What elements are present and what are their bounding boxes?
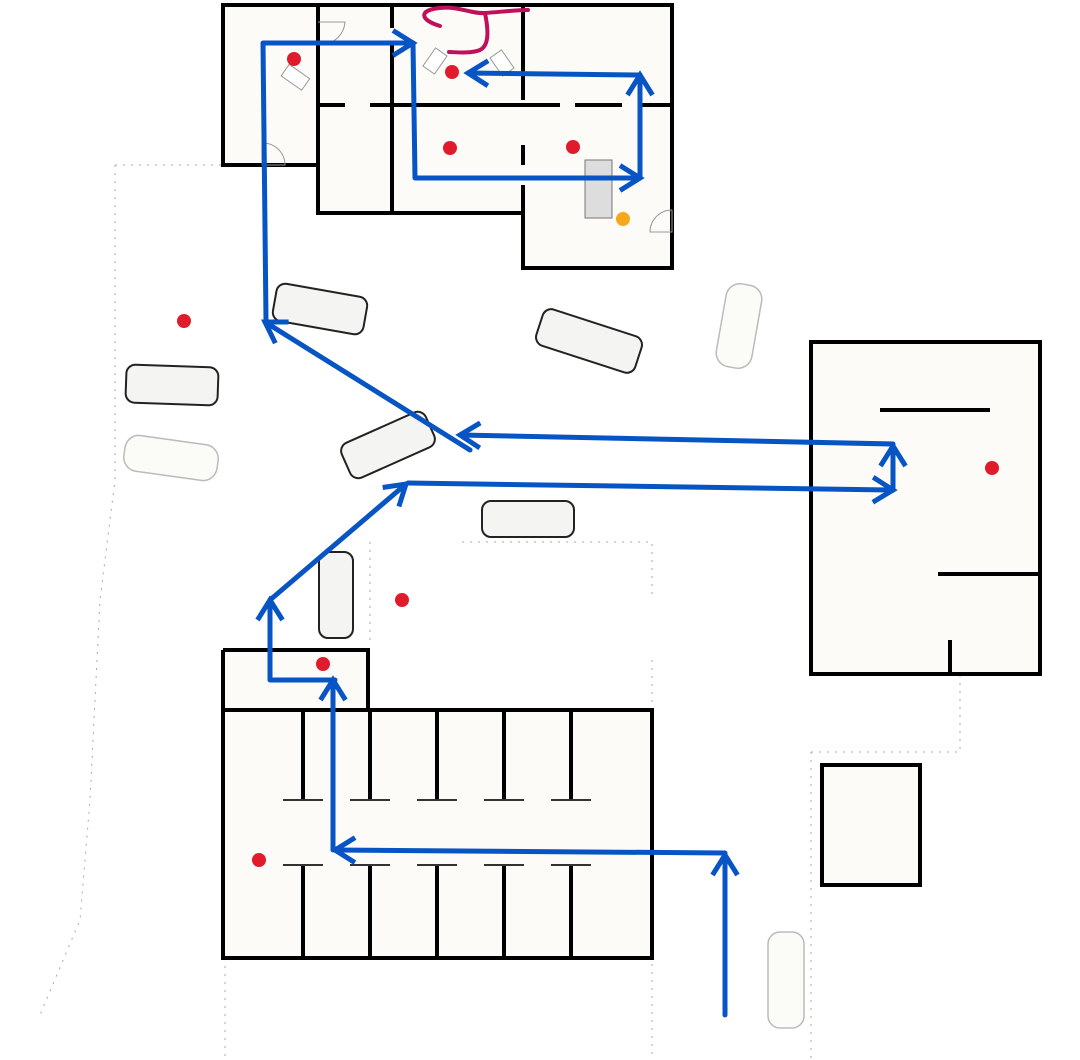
door-icon <box>261 142 286 166</box>
right-building <box>809 340 1042 676</box>
arrow-icon <box>330 835 728 865</box>
car-icon <box>271 282 369 336</box>
arrow-icon <box>260 28 418 323</box>
car-icon <box>318 551 354 639</box>
arrow-icon <box>410 40 645 193</box>
arrow-icon <box>260 319 473 453</box>
red-marker <box>445 65 459 79</box>
car-icon <box>124 363 220 407</box>
red-marker <box>395 593 409 607</box>
arrow-icon <box>255 595 338 683</box>
red-marker <box>177 314 191 328</box>
door-icon <box>649 209 673 233</box>
shed <box>820 763 922 887</box>
arrow-icon <box>463 58 643 88</box>
red-marker <box>316 657 330 671</box>
cars <box>123 282 805 1029</box>
car-icon <box>715 282 763 370</box>
car-icon <box>535 308 643 374</box>
route-arrows <box>255 28 908 1018</box>
red-marker <box>287 52 301 66</box>
arrow-icon <box>405 475 898 505</box>
arrow-icon <box>455 420 896 451</box>
red-marker <box>566 140 580 154</box>
red-marker <box>443 141 457 155</box>
red-marker <box>985 461 999 475</box>
markers <box>177 52 999 867</box>
car-icon <box>481 500 575 538</box>
staircase-icon <box>584 159 613 219</box>
orange-marker <box>616 212 630 226</box>
hand-scribble <box>422 5 530 55</box>
car-icon <box>123 434 219 482</box>
arrow-icon <box>267 480 410 603</box>
main-house <box>221 3 674 270</box>
car-icon <box>767 931 805 1029</box>
red-marker <box>252 853 266 867</box>
parking-building <box>221 648 654 960</box>
